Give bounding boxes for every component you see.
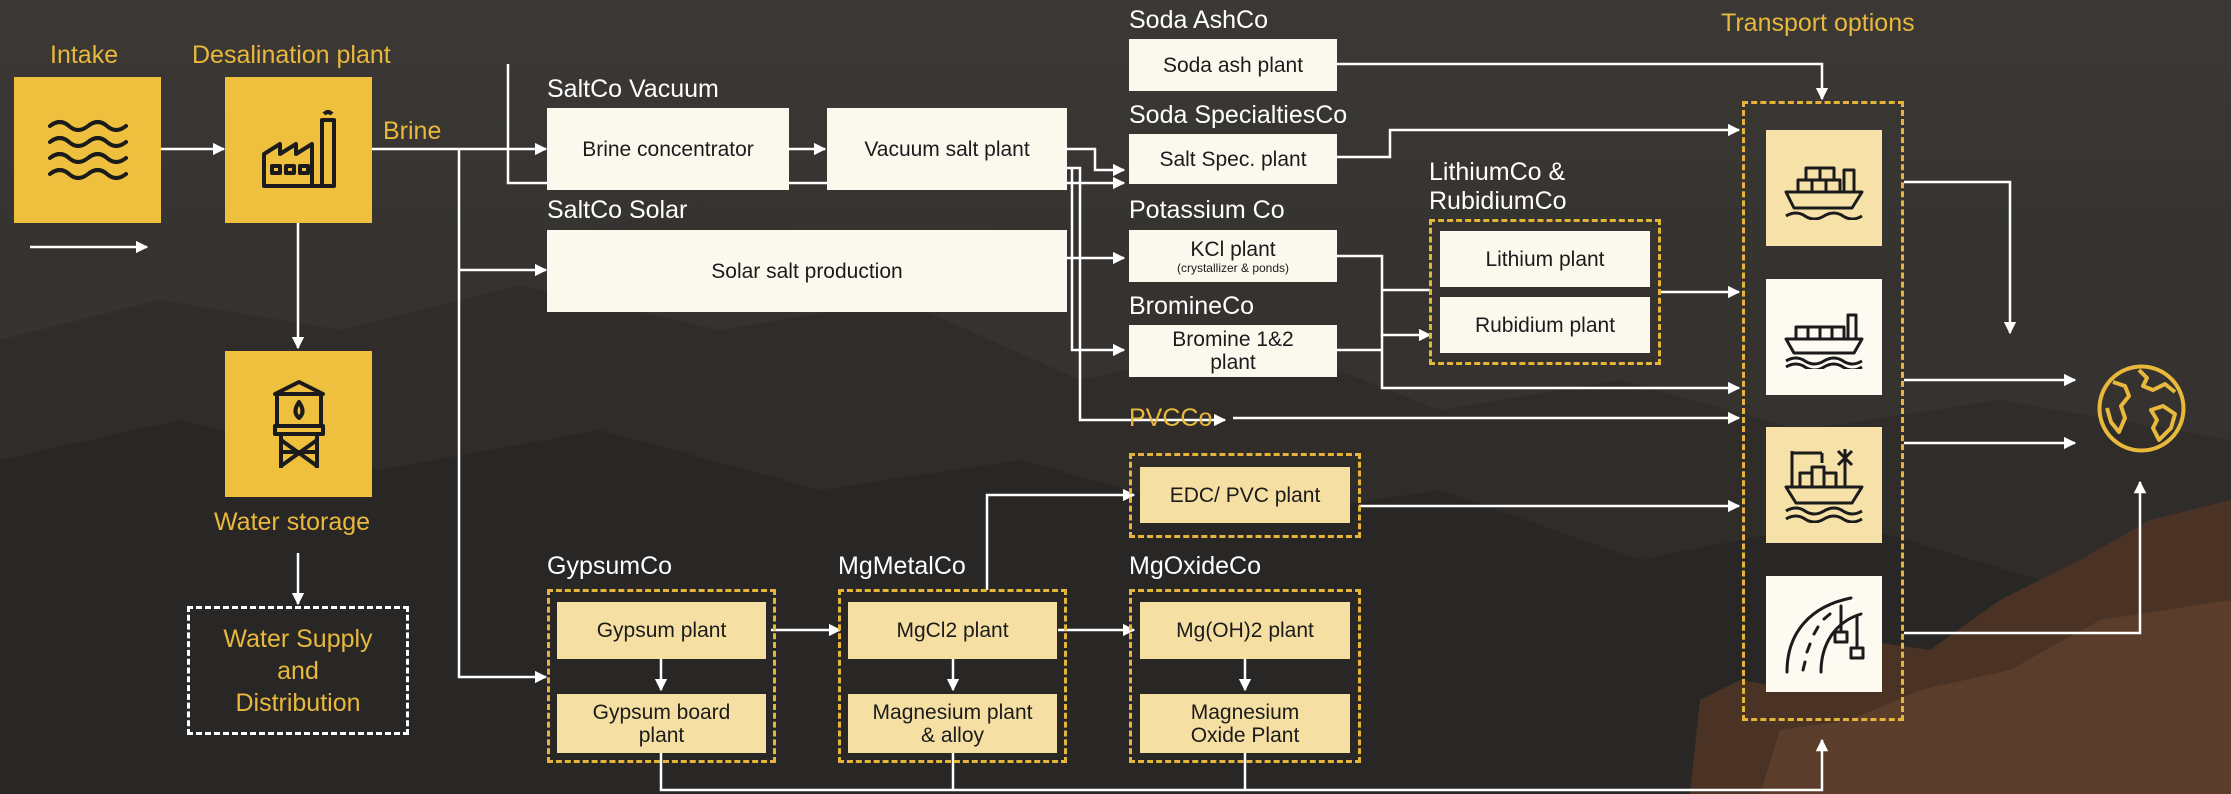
bromine-box: Bromine 1&2 plant (1129, 325, 1337, 377)
water-supply-line-2: and (277, 656, 319, 685)
lithium-rubidium-label-1: LithiumCo & (1429, 158, 1566, 186)
gypsum-box: Gypsum plant (557, 602, 766, 659)
container-ship-tile (1766, 130, 1882, 246)
road-icon (1785, 596, 1865, 674)
lithium-text: Lithium plant (1485, 247, 1605, 271)
rubidium-box: Rubidium plant (1440, 297, 1650, 353)
soda-ash-box: Soda ash plant (1129, 39, 1337, 91)
intake-tile (14, 77, 161, 223)
lithium-rubidium-label-2: RubidiumCo (1429, 187, 1567, 215)
mgoxide-group (1129, 589, 1361, 763)
gypsum-group (547, 589, 776, 763)
transport-group (1742, 101, 1904, 721)
globe-icon (2097, 364, 2186, 453)
potassium-co-label: Potassium Co (1129, 196, 1285, 224)
gypsum-board-text-2: plant (638, 723, 685, 747)
bromine-text-2: plant (1210, 351, 1256, 374)
salt-spec-text: Salt Spec. plant (1159, 147, 1307, 171)
saltco-vacuum-label: SaltCo Vacuum (547, 75, 719, 103)
mgoh2-text: Mg(OH)2 plant (1176, 619, 1314, 642)
water-storage-tile (225, 351, 372, 497)
desalination-label: Desalination plant (192, 41, 391, 69)
gypsum-board-text-1: Gypsum board (592, 700, 731, 724)
kcl-box: KCl plant (crystallizer & ponds) (1129, 230, 1337, 282)
pvc-group (1129, 453, 1361, 538)
saltco-solar-label: SaltCo Solar (547, 196, 688, 224)
road-tile (1766, 576, 1882, 692)
bromineco-label: BromineCo (1129, 292, 1255, 320)
port-ship-tile (1766, 427, 1882, 543)
water-waves-icon (47, 120, 128, 180)
brine-label: Brine (383, 117, 442, 145)
solar-salt-box: Solar salt production (547, 230, 1067, 312)
magnesium-oxide-text-2: Oxide Plant (1190, 723, 1300, 747)
solar-salt-text: Solar salt production (711, 259, 903, 283)
kcl-text: KCl plant (1190, 237, 1276, 261)
pvcco-label: PVCCo (1129, 404, 1213, 432)
container-ship-icon (1784, 166, 1864, 220)
kcl-subtext: (crystallizer & ponds) (1176, 260, 1290, 275)
magnesium-box: Magnesium plant & alloy (848, 694, 1057, 753)
intake-label: Intake (50, 41, 119, 69)
water-supply-group (187, 606, 409, 735)
transport-options-label: Transport options (1721, 9, 1915, 37)
lithium-box: Lithium plant (1440, 231, 1650, 287)
mgmetalco-label: MgMetalCo (838, 552, 966, 580)
mgmetal-group (838, 589, 1067, 763)
rubidium-text: Rubidium plant (1474, 313, 1616, 337)
magnesium-text-1: Magnesium plant (872, 700, 1033, 724)
brine-concentrator-box: Brine concentrator (547, 108, 789, 190)
port-ship-icon (1784, 449, 1864, 523)
soda-specialtiesco-label: Soda SpecialtiesCo (1129, 101, 1348, 129)
vacuum-salt-text: Vacuum salt plant (864, 137, 1030, 161)
mgcl2-text: MgCl2 plant (896, 619, 1009, 642)
magnesium-text-2: & alloy (920, 723, 985, 747)
gypsum-board-box: Gypsum board plant (557, 694, 766, 753)
soda-ash-text: Soda ash plant (1162, 53, 1304, 77)
mgcl2-box: MgCl2 plant (848, 602, 1057, 659)
mgoxideco-label: MgOxideCo (1129, 552, 1261, 580)
vacuum-salt-box: Vacuum salt plant (827, 108, 1067, 190)
bromine-text-1: Bromine 1&2 (1172, 328, 1294, 351)
brine-concentrator-text: Brine concentrator (582, 137, 754, 161)
desalination-tile (225, 77, 372, 223)
factory-icon (261, 110, 336, 188)
water-storage-label: Water storage (214, 508, 371, 536)
magnesium-oxide-box: Magnesium Oxide Plant (1140, 694, 1350, 753)
edc-pvc-box: EDC/ PVC plant (1140, 467, 1350, 523)
water-supply-label: Water Supply and Distribution (187, 606, 409, 735)
mgoh2-box: Mg(OH)2 plant (1140, 602, 1350, 659)
gypsum-text: Gypsum plant (596, 619, 727, 642)
water-supply-line-3: Distribution (235, 688, 361, 717)
salt-spec-box: Salt Spec. plant (1129, 134, 1337, 184)
magnesium-oxide-text-1: Magnesium (1190, 700, 1300, 724)
gypsumco-label: GypsumCo (547, 552, 673, 580)
lithium-rubidium-group (1429, 219, 1661, 365)
cargo-ship-tile (1766, 279, 1882, 395)
cargo-ship-icon (1784, 313, 1864, 369)
water-supply-line-1: Water Supply (223, 624, 373, 653)
edc-pvc-text: EDC/ PVC plant (1169, 483, 1321, 507)
soda-ashco-label: Soda AshCo (1129, 6, 1268, 34)
water-tower-icon (272, 380, 325, 468)
